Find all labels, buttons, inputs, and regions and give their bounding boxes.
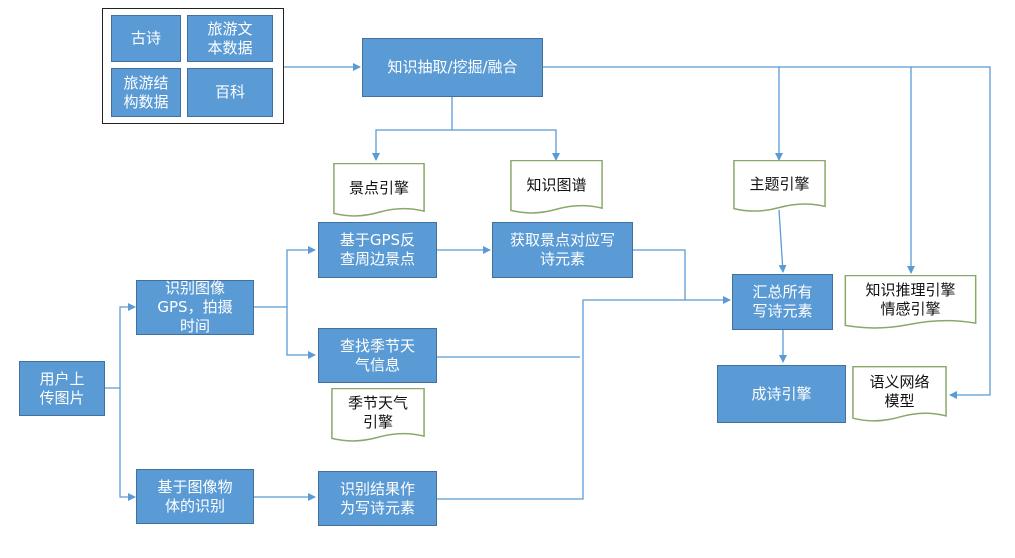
edge-gps-to-nearby — [254, 246, 316, 308]
edge-extraction-to-theme — [543, 66, 783, 161]
nearby-spots-box: 基于GPS反 查周边景点 — [318, 222, 437, 278]
edge-recognition-to-aggregate — [437, 299, 685, 500]
edge-extraction-to-semantic — [911, 66, 991, 399]
source-ancient-poems: 古诗 — [111, 15, 181, 62]
reasoning-engine-label: 知识推理引擎 情感引擎 — [865, 281, 956, 318]
edge-spot-elements-to-aggregate — [633, 249, 731, 304]
edge-extraction-to-graph — [452, 129, 560, 161]
user-upload-box: 用户上 传图片 — [19, 361, 105, 416]
scenic-engine-label: 景点引擎 — [348, 178, 409, 197]
semantic-model-label: 语义网络 模型 — [869, 373, 930, 410]
semantic-model-doc: 语义网络 模型 — [852, 366, 947, 424]
reasoning-engine-doc: 知识推理引擎 情感引擎 — [844, 275, 977, 331]
aggregate-elements-box: 汇总所有 写诗元素 — [732, 274, 833, 330]
source-encyclopedia: 百科 — [187, 68, 273, 117]
knowledge-graph-label: 知识图谱 — [526, 175, 587, 194]
recognition-elements-box: 识别结果作 为写诗元素 — [318, 471, 437, 526]
edge-user-to-gps — [105, 303, 136, 389]
season-weather-box: 查找季节天 气信息 — [318, 328, 437, 383]
knowledge-graph-doc: 知识图谱 — [510, 160, 603, 216]
season-engine-doc: 季节天气 引擎 — [331, 388, 425, 444]
edge-extraction-to-scenic — [372, 97, 453, 161]
source-travel-text: 旅游文 本数据 — [187, 15, 273, 62]
theme-engine-doc: 主题引擎 — [733, 160, 826, 214]
source-travel-structured: 旅游结 构数据 — [111, 68, 181, 117]
knowledge-extraction-box: 知识抽取/挖掘/融合 — [362, 38, 543, 97]
season-engine-label: 季节天气 引擎 — [347, 394, 408, 431]
theme-engine-label: 主题引擎 — [749, 174, 810, 193]
edge-gps-to-season — [286, 307, 316, 359]
poem-engine-box: 成诗引擎 — [717, 365, 846, 423]
edge-theme-to-aggregate — [778, 209, 787, 273]
spot-elements-box: 获取景点对应写 诗元素 — [492, 222, 633, 278]
object-recognition-box: 基于图像物 体的识别 — [136, 469, 254, 524]
recognize-gps-box: 识别图像 GPS，拍摄 时间 — [136, 279, 254, 335]
edge-user-to-object — [119, 388, 136, 501]
scenic-engine-doc: 景点引擎 — [333, 163, 425, 219]
